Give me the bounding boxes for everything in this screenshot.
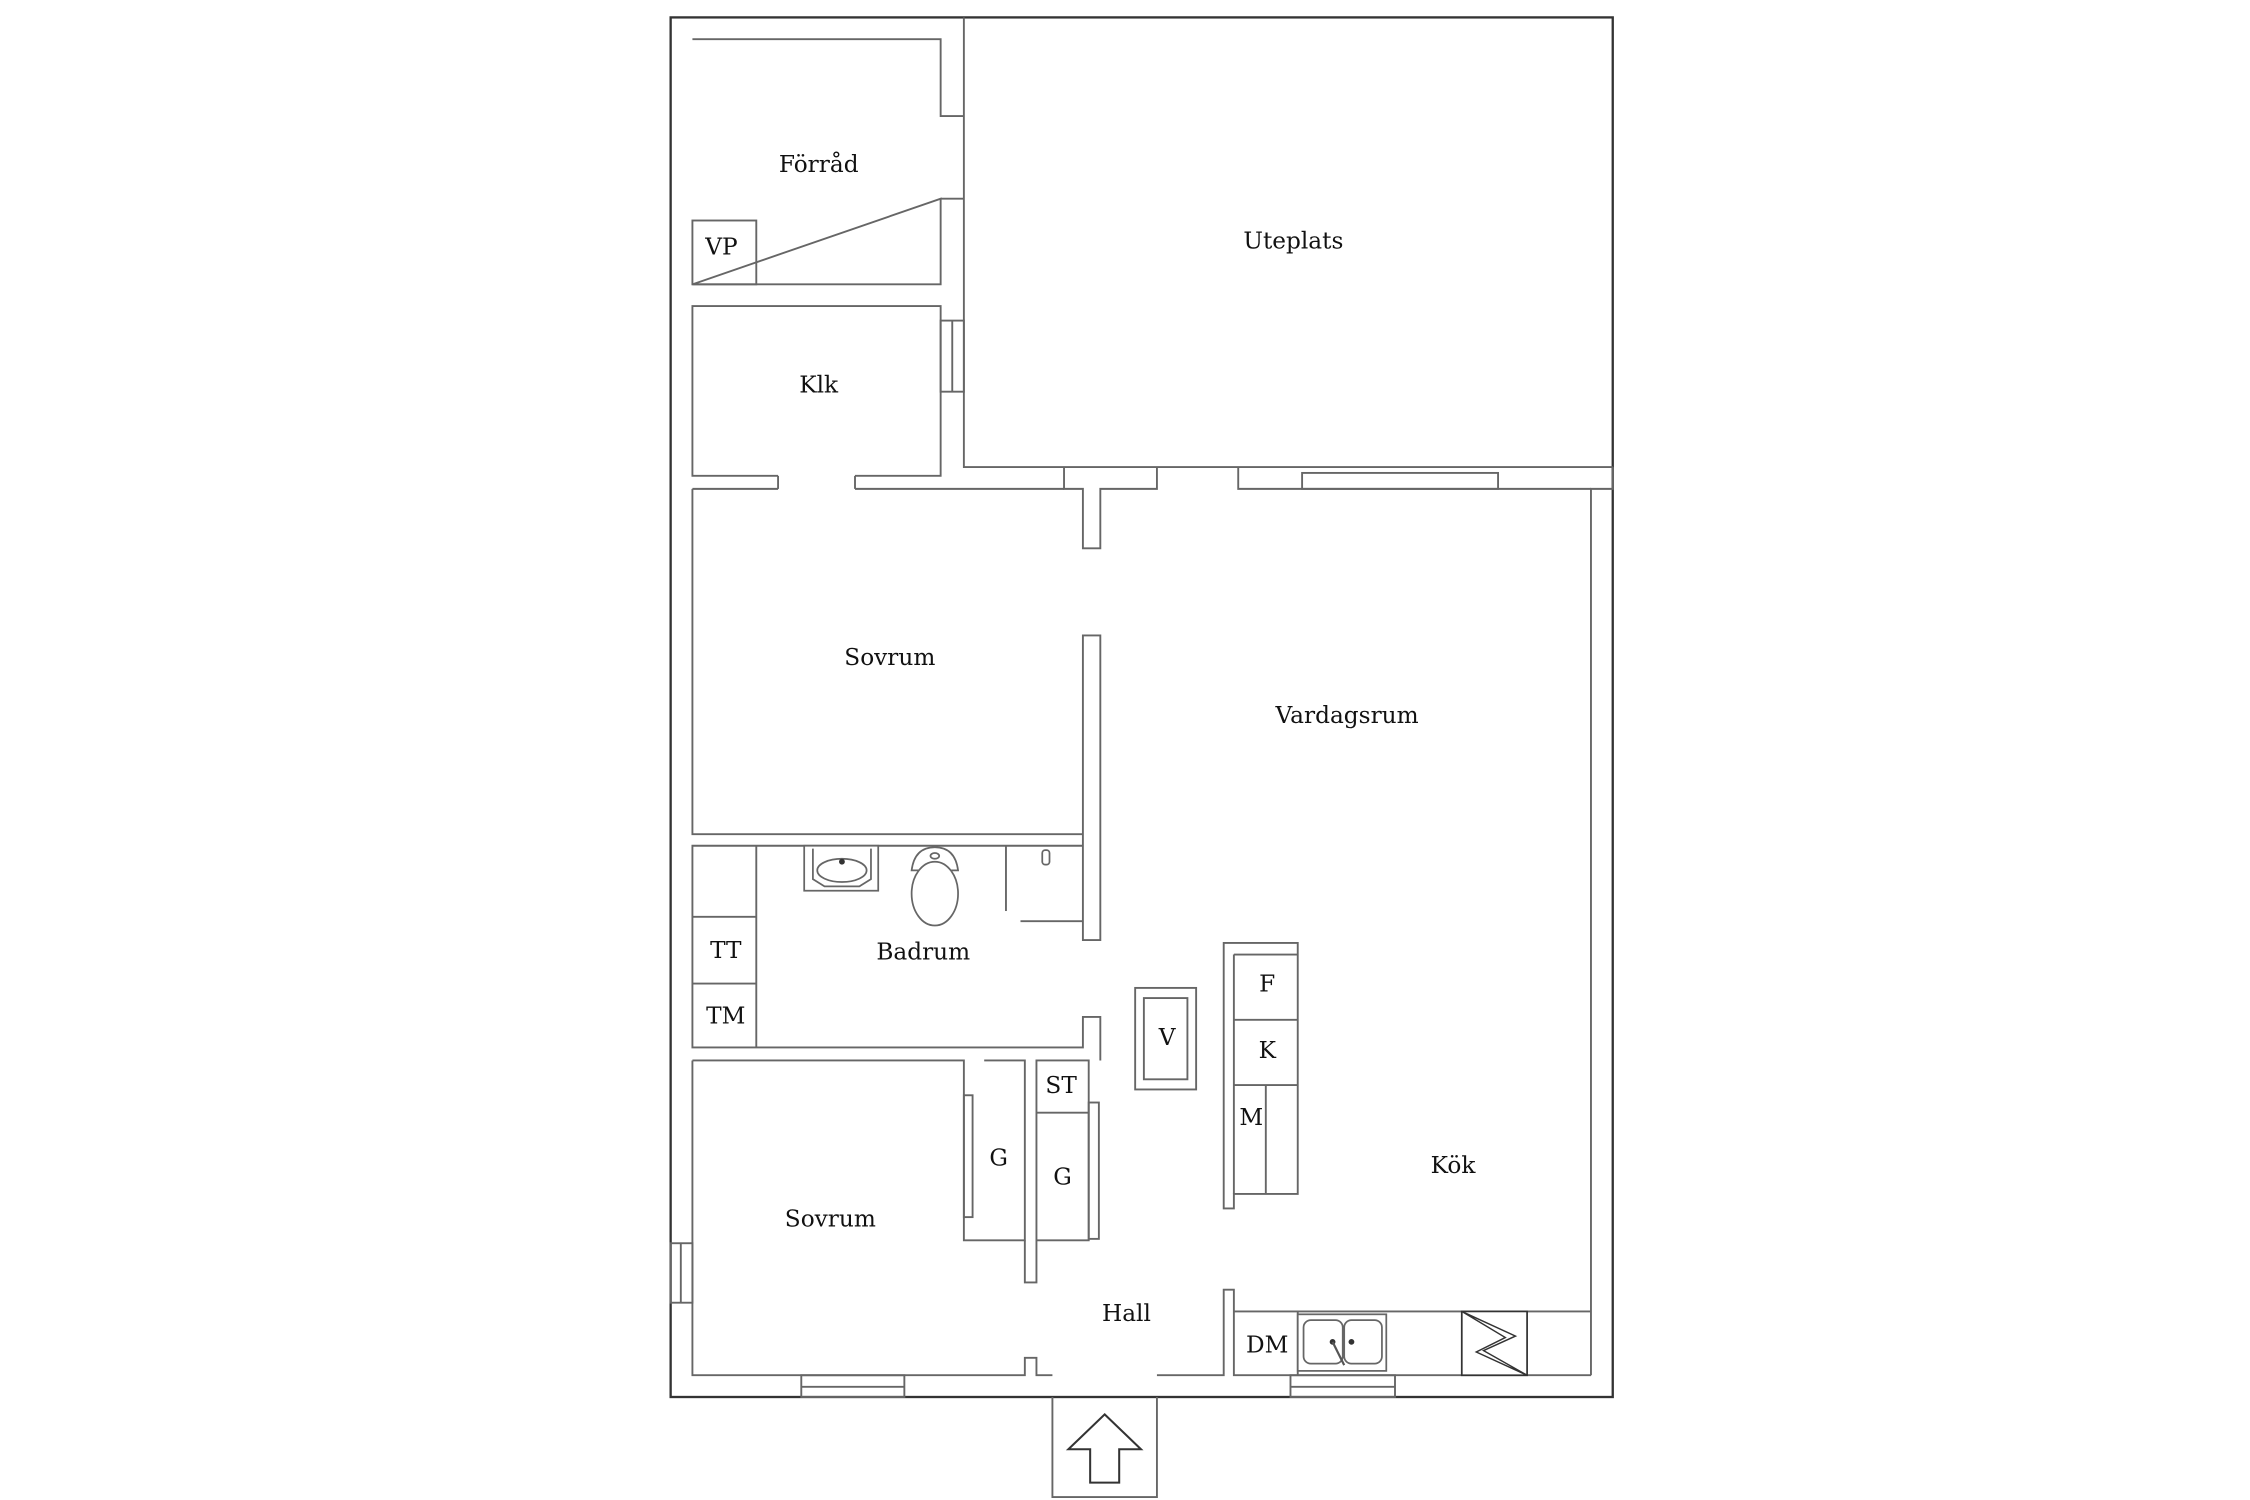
kitchen-sink-icon bbox=[1296, 1313, 1388, 1372]
label-hall: Hall bbox=[1102, 1300, 1151, 1327]
label-m: M bbox=[1239, 1104, 1263, 1131]
label-klk: Klk bbox=[799, 371, 839, 398]
vp-box bbox=[691, 219, 758, 286]
label-g2: G bbox=[1053, 1163, 1072, 1190]
label-g1: G bbox=[989, 1145, 1008, 1172]
fixtures bbox=[803, 844, 1528, 1484]
label-kok: Kök bbox=[1431, 1152, 1477, 1179]
label-k: K bbox=[1259, 1037, 1277, 1064]
label-vp: VP bbox=[704, 234, 737, 261]
sink-icon bbox=[803, 844, 880, 892]
label-forrad: Förråd bbox=[779, 149, 859, 178]
toilet-icon bbox=[910, 846, 960, 927]
label-badrum: Badrum bbox=[876, 939, 970, 966]
label-sovrum-lower: Sovrum bbox=[785, 1206, 876, 1233]
label-tm: TM bbox=[706, 1002, 745, 1029]
label-tt: TT bbox=[710, 937, 742, 964]
label-sovrum-upper: Sovrum bbox=[844, 644, 935, 671]
walls bbox=[669, 16, 1614, 1499]
window bbox=[1301, 471, 1500, 490]
label-dm: DM bbox=[1246, 1332, 1288, 1359]
stove-icon bbox=[1460, 1310, 1528, 1377]
label-vardagsrum: Vardagsrum bbox=[1275, 702, 1419, 729]
label-st: ST bbox=[1045, 1072, 1077, 1099]
label-v: V bbox=[1158, 1024, 1177, 1051]
entrance-arrow-icon bbox=[1065, 1413, 1144, 1484]
room-labels: Förråd VP Klk Uteplats Sovrum Vardagsrum… bbox=[704, 149, 1476, 1359]
label-uteplats: Uteplats bbox=[1243, 228, 1343, 255]
label-f: F bbox=[1259, 971, 1275, 998]
shower-icon bbox=[1041, 849, 1051, 866]
